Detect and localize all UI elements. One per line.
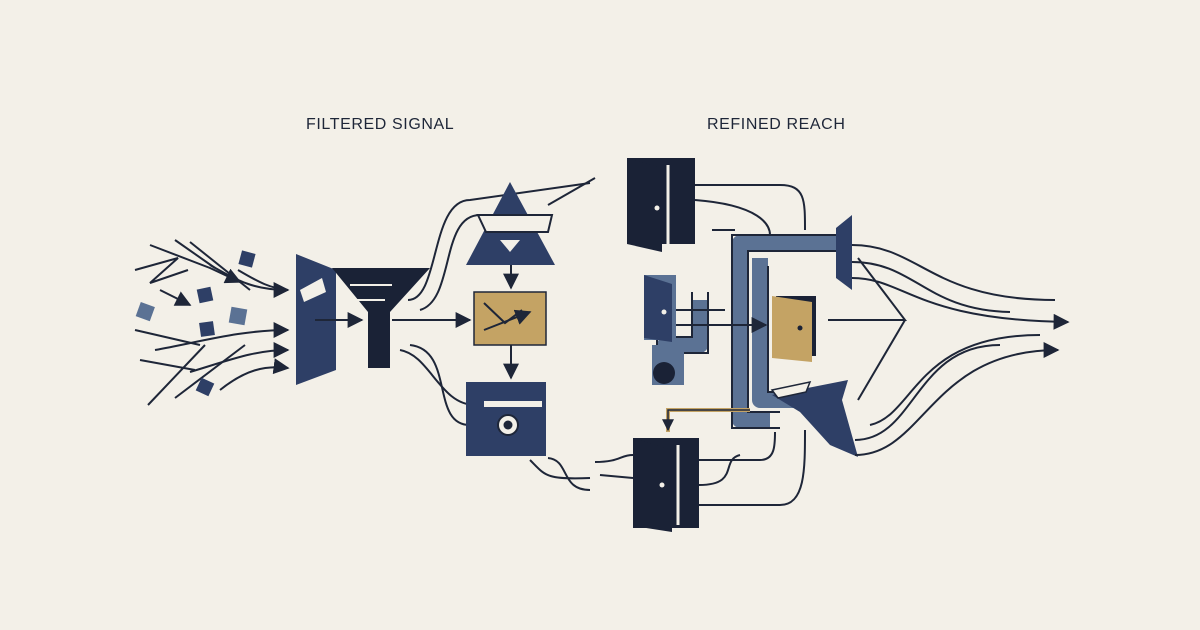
funnel-icon (332, 268, 430, 368)
triangle-gate (466, 182, 555, 265)
door-gold-icon (772, 296, 816, 362)
output-box (466, 382, 546, 456)
pipe-knob (653, 362, 675, 384)
merged-output-lines (851, 244, 1070, 456)
right-connectors (594, 184, 908, 506)
door-top-icon (627, 158, 695, 252)
filtered-signal-label: FILTERED SIGNAL (306, 116, 455, 133)
speaker-horn-icon (770, 215, 858, 457)
left-connectors (399, 177, 596, 491)
refined-reach-label: REFINED REACH (707, 116, 846, 133)
gold-processing-box (473, 291, 547, 346)
fragment-squares (135, 250, 256, 397)
door-small-icon (644, 275, 676, 342)
door-bottom-icon (633, 438, 699, 532)
scattered-input-fragments (134, 239, 290, 406)
